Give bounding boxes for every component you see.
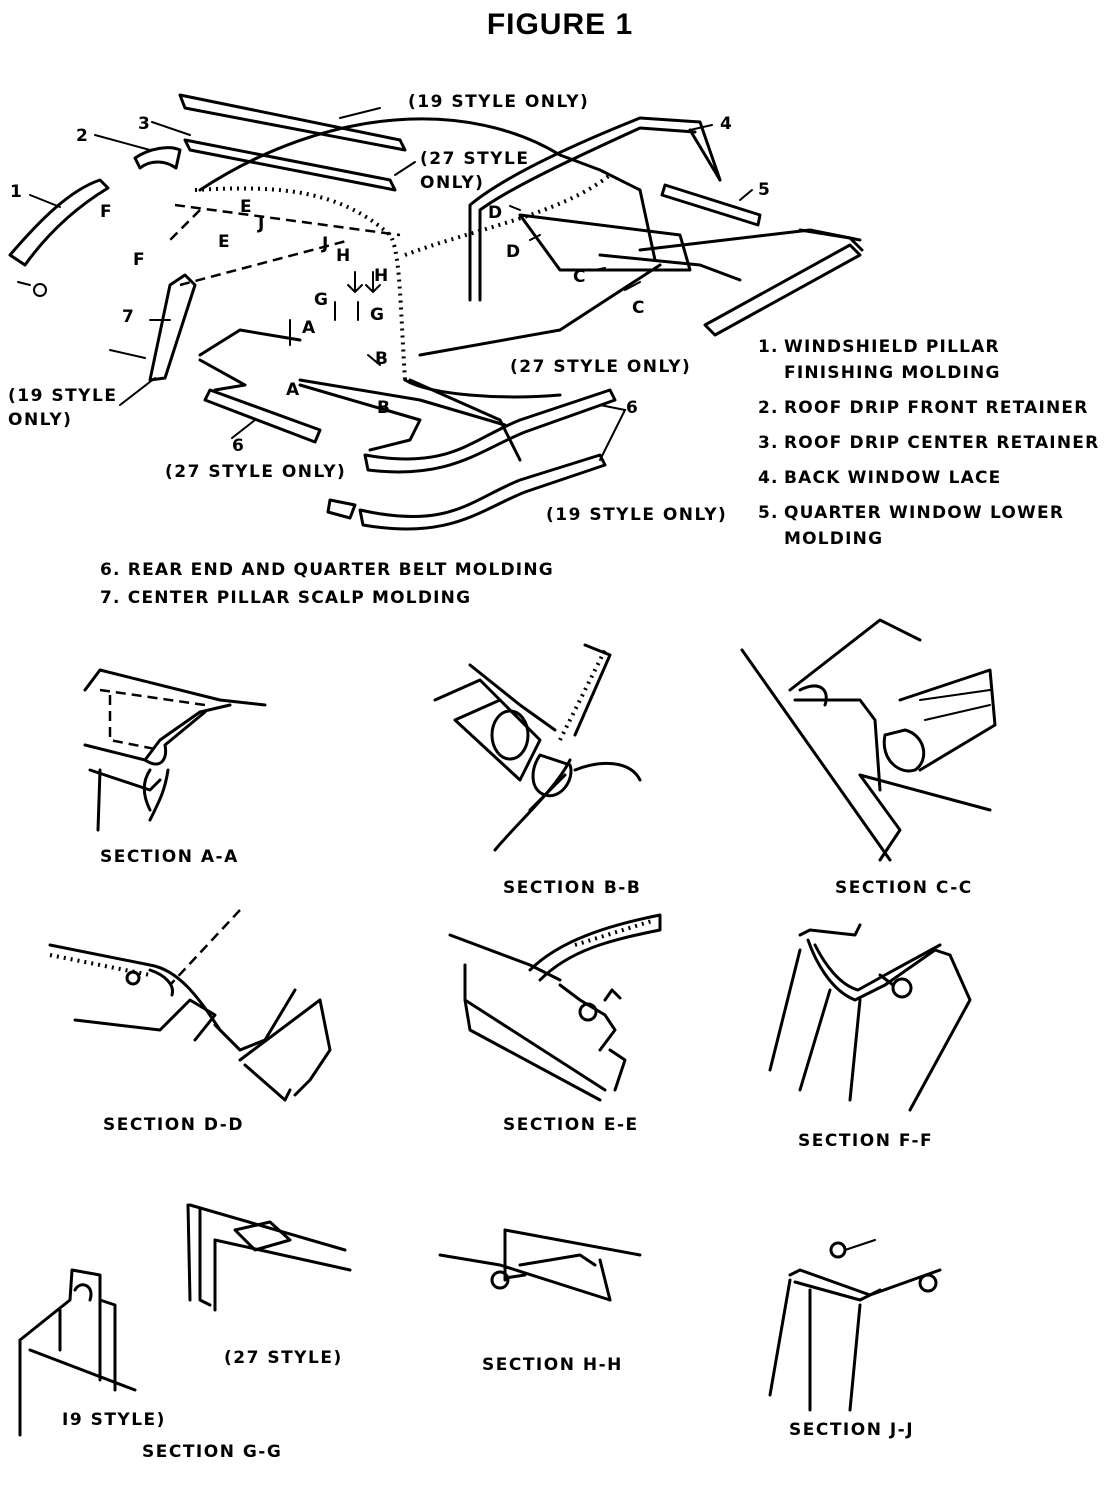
vinyl-roof-assembly [8,93,864,531]
cut-letter-h2: H [374,266,390,286]
cut-letter-c2: C [632,298,646,318]
note-19-style-bottom: (19 STYLE ONLY) [546,505,728,525]
note-19-style-top: (19 STYLE ONLY) [408,92,590,112]
section-a-a-drawing [83,668,267,832]
cut-letter-h1: H [336,246,352,266]
cut-letter-e2: E [218,232,232,252]
legend-item: 1.WINDSHIELD PILLAR FINISHING MOLDING [758,337,1001,383]
cut-letter-d2: D [506,242,522,262]
figure-title: FIGURE 1 [486,8,634,41]
section-f-f-label: SECTION F-F [798,1131,934,1151]
note-27-style-mid: (27 STYLE ONLY) [510,357,692,377]
section-c-c-label: SECTION C-C [835,878,973,898]
section-d-d-label: SECTION D-D [103,1115,244,1135]
cut-letter-c1: C [573,267,587,287]
cut-letter-a2: A [286,380,301,400]
legend-item: 5.QUARTER WINDOW LOWER MOLDING [758,503,1065,549]
legend-item: 2.ROOF DRIP FRONT RETAINER [758,398,1089,418]
cut-letter-d1: D [488,203,504,223]
parts-legend-lower: 6. REAR END AND QUARTER BELT MOLDING 7. … [100,556,554,612]
section-j-j-label: SECTION J-J [789,1420,915,1440]
note-19-style-left: (19 STYLE ONLY) [8,386,118,430]
parts-legend: 1.WINDSHIELD PILLAR FINISHING MOLDING 2.… [758,334,1108,561]
callout-6a: 6 [626,398,640,418]
cut-letter-j1: J [258,214,266,234]
cut-letter-a1: A [302,318,317,338]
callout-7: 7 [122,307,136,327]
section-b-b-drawing [433,643,642,852]
section-f-f-drawing [768,923,972,1112]
legend-item: 7. CENTER PILLAR SCALP MOLDING [100,588,472,608]
cut-letter-b1: B [375,349,390,369]
cut-letter-g2: G [370,305,386,325]
note-27-style-top: (27 STYLE ONLY) [420,149,530,193]
cut-letter-e1: E [240,197,254,217]
note-27-style-bottom: (27 STYLE ONLY) [165,462,347,482]
section-b-b-label: SECTION B-B [503,878,642,898]
callout-3: 3 [138,114,152,134]
section-e-e-drawing [448,913,662,1102]
cut-letter-b2: B [377,398,392,418]
section-d-d-drawing [48,909,332,1102]
section-h-h-drawing [438,1228,642,1302]
callout-1: 1 [10,182,24,202]
section-g-g-19-style-label: I9 STYLE) [62,1410,166,1430]
callout-4: 4 [720,114,734,134]
legend-item: 6. REAR END AND QUARTER BELT MOLDING [100,560,554,580]
section-j-j-drawing [768,1239,942,1412]
callout-5: 5 [758,180,772,200]
callout-2: 2 [76,126,90,146]
cut-letter-f2: F [133,250,147,270]
section-h-h-label: SECTION H-H [482,1355,623,1375]
section-g-g-27-style-label: (27 STYLE) [224,1348,343,1368]
legend-item: 4.BACK WINDOW LACE [758,468,1002,488]
legend-item: 3.ROOF DRIP CENTER RETAINER [758,433,1100,453]
section-c-c-drawing [740,618,997,862]
cut-letter-g1: G [314,290,330,310]
section-g-g-drawing [18,1203,352,1437]
callout-6b: 6 [232,436,246,456]
section-g-g-label: SECTION G-G [142,1442,283,1462]
cut-letter-j2: J [322,234,330,254]
cut-letter-f1: F [100,202,114,222]
section-e-e-label: SECTION E-E [503,1115,639,1135]
section-a-a-label: SECTION A-A [100,847,239,867]
